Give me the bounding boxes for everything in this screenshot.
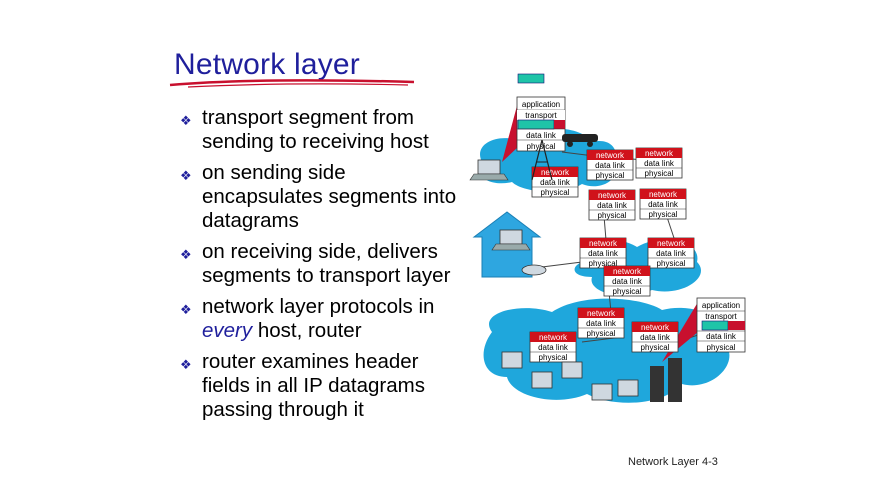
bullet-text-tail: host, router: [252, 319, 362, 342]
bullet-text: transport segment from sending to receiv…: [202, 106, 429, 153]
layer-network-label: network: [541, 168, 570, 177]
diamond-bullet-icon: ❖: [180, 113, 192, 128]
bullet-list: ❖ transport segment from sending to rece…: [180, 106, 470, 429]
bullet-text: on sending side encapsulates segments in…: [202, 161, 457, 232]
laptop-icon: [469, 159, 509, 181]
router-stack: network data link physical: [531, 166, 579, 198]
bullet-text: on receiving side, delivers segments to …: [202, 240, 451, 287]
layer-datalink-label: data link: [640, 333, 671, 342]
layer-physical-label: physical: [707, 343, 736, 352]
layer-network-label: network: [598, 191, 627, 200]
layer-physical-label: physical: [598, 211, 627, 220]
server-icon: [650, 358, 682, 402]
layer-datalink-label: data link: [648, 200, 679, 209]
layer-physical-label: physical: [589, 259, 618, 268]
diamond-bullet-icon: ❖: [180, 302, 192, 317]
layer-physical-label: physical: [539, 353, 568, 362]
layer-application-label: application: [522, 100, 560, 109]
router-stack: network data link physical: [588, 189, 636, 221]
router-stack: network data link physical: [635, 147, 683, 179]
layer-transport-label: transport: [525, 111, 557, 120]
router-stack: network data link physical: [577, 307, 625, 339]
layer-network-label: network: [645, 149, 674, 158]
layer-network-label: network: [587, 309, 616, 318]
layer-datalink-label: data link: [586, 319, 617, 328]
router-stack: network data link physical: [647, 237, 695, 269]
cell-tower-icon: [531, 139, 553, 181]
bullet-text: router examines header fields in all IP …: [202, 350, 425, 421]
layer-datalink-label: data link: [706, 332, 737, 341]
layer-physical-label: physical: [645, 169, 674, 178]
layer-datalink-label: data link: [526, 131, 557, 140]
layer-network-label: network: [649, 190, 678, 199]
receiver-protocol-stack: application transport data link physical: [696, 297, 746, 353]
laptop-icon: [491, 229, 531, 251]
router-stack: network data link physical: [603, 265, 651, 297]
layer-physical-label: physical: [657, 259, 686, 268]
bullet-item: ❖ on sending side encapsulates segments …: [180, 161, 470, 233]
layer-datalink-label: data link: [538, 343, 569, 352]
router-stack: network data link physical: [529, 331, 577, 363]
layer-transport-label: transport: [705, 312, 737, 321]
slide-title: Network layer: [174, 48, 360, 81]
diamond-bullet-icon: ❖: [180, 247, 192, 262]
layer-application-label: application: [702, 301, 740, 310]
layer-network-label: network: [657, 239, 686, 248]
desktop-computer-icon: [501, 351, 639, 401]
layer-physical-label: physical: [527, 142, 556, 151]
bullet-text: network layer protocols in: [202, 295, 435, 318]
layer-physical-label: physical: [596, 171, 625, 180]
title-underline: [169, 79, 415, 88]
layer-datalink-label: data link: [540, 178, 571, 187]
layer-datalink-label: data link: [644, 159, 675, 168]
layer-network-label: network: [539, 333, 568, 342]
router-stack: network data link physical: [579, 237, 627, 269]
layer-physical-label: physical: [641, 343, 670, 352]
router-stack: network data link physical: [586, 149, 634, 181]
bullet-item: ❖ network layer protocols in every host,…: [180, 295, 470, 343]
diamond-bullet-icon: ❖: [180, 168, 192, 183]
sender-protocol-stack: application transport data link physical: [516, 96, 566, 152]
bullet-item: ❖ transport segment from sending to rece…: [180, 106, 470, 154]
layer-physical-label: physical: [649, 210, 678, 219]
bullet-emphasis: every: [202, 319, 253, 342]
network-diagram: application transport data link physical…: [469, 73, 746, 403]
diamond-bullet-icon: ❖: [180, 357, 192, 372]
layer-network-label: network: [641, 323, 670, 332]
layer-physical-label: physical: [613, 287, 642, 296]
bullet-item: ❖ on receiving side, delivers segments t…: [180, 240, 470, 288]
layer-datalink-label: data link: [597, 201, 628, 210]
top-callout-beam: [502, 102, 518, 162]
car-icon: [562, 134, 598, 147]
slide-footer: Network Layer 4-3: [628, 456, 718, 468]
bullet-item: ❖ router examines header fields in all I…: [180, 350, 470, 422]
layer-network-label: network: [613, 267, 642, 276]
layer-datalink-label: data link: [595, 161, 626, 170]
layer-network-label: network: [596, 151, 625, 160]
layer-datalink-label: data link: [612, 277, 643, 286]
segment-marker-top: [517, 73, 545, 84]
layer-datalink-label: data link: [656, 249, 687, 258]
router-device-icon: [521, 264, 547, 276]
router-stack: network data link physical: [631, 321, 679, 353]
layer-network-label: network: [589, 239, 618, 248]
router-stack: network data link physical: [639, 188, 687, 220]
layer-datalink-label: data link: [588, 249, 619, 258]
layer-physical-label: physical: [541, 188, 570, 197]
layer-physical-label: physical: [587, 329, 616, 338]
